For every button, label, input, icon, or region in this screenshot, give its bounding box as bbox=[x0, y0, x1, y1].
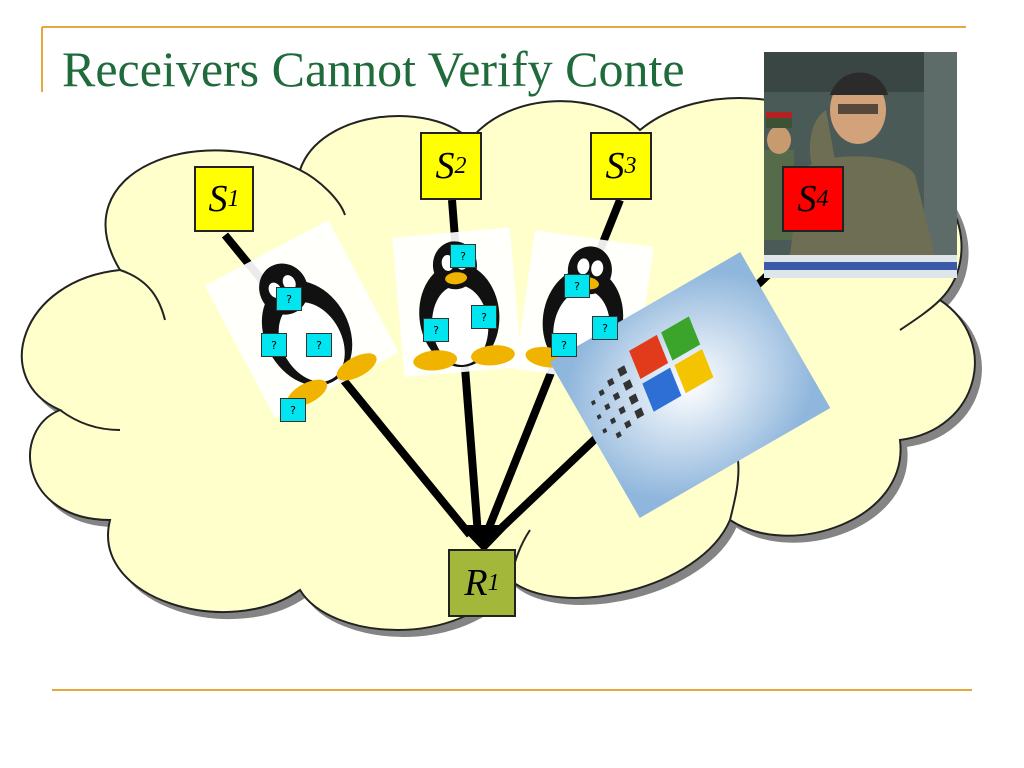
unverified-marker: ? bbox=[564, 274, 590, 298]
node-letter: S bbox=[605, 145, 625, 187]
node-subscript: 3 bbox=[624, 152, 637, 179]
cloud-detail bbox=[299, 169, 346, 216]
node-letter: S bbox=[797, 178, 817, 220]
unverified-marker: ? bbox=[280, 398, 306, 422]
unverified-marker: ? bbox=[261, 333, 287, 357]
cloud-detail bbox=[729, 459, 740, 521]
cloud-detail bbox=[59, 409, 121, 431]
node-subscript: 2 bbox=[454, 152, 467, 179]
node-letter: S bbox=[208, 178, 228, 220]
unverified-marker: ? bbox=[551, 333, 577, 357]
unverified-marker: ? bbox=[276, 287, 302, 311]
unverified-marker: ? bbox=[306, 333, 332, 357]
node-letter: S bbox=[435, 145, 455, 187]
cloud-detail bbox=[119, 269, 166, 321]
unverified-marker: ? bbox=[423, 318, 449, 342]
node-subscript: 4 bbox=[816, 185, 829, 212]
unverified-marker: ? bbox=[471, 305, 497, 329]
node-letter: R bbox=[464, 562, 488, 604]
cloud-detail bbox=[899, 299, 941, 331]
unverified-marker: ? bbox=[592, 316, 618, 340]
unverified-marker: ? bbox=[450, 244, 476, 268]
node-subscript: 1 bbox=[487, 569, 500, 596]
node-subscript: 1 bbox=[227, 185, 240, 212]
arrow-head bbox=[458, 525, 510, 552]
slide-title: Receivers Cannot Verify Conte bbox=[62, 41, 685, 97]
